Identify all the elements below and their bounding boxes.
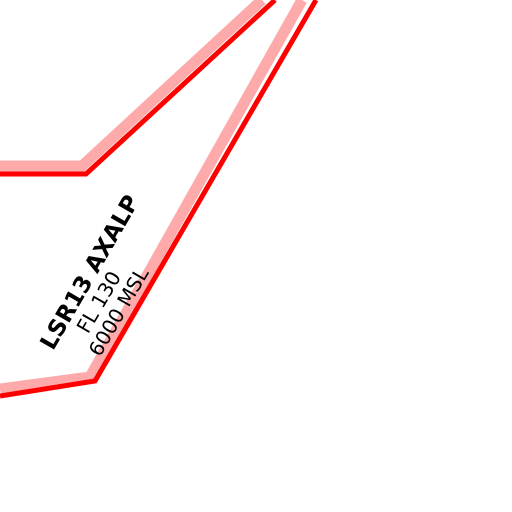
airspace-boundary-line-east: [0, 0, 319, 399]
airspace-boundary-buffer: [0, 0, 266, 172]
airspace-boundary-line: [0, 0, 277, 177]
airspace-boundary-buffer-east: [0, 0, 307, 395]
